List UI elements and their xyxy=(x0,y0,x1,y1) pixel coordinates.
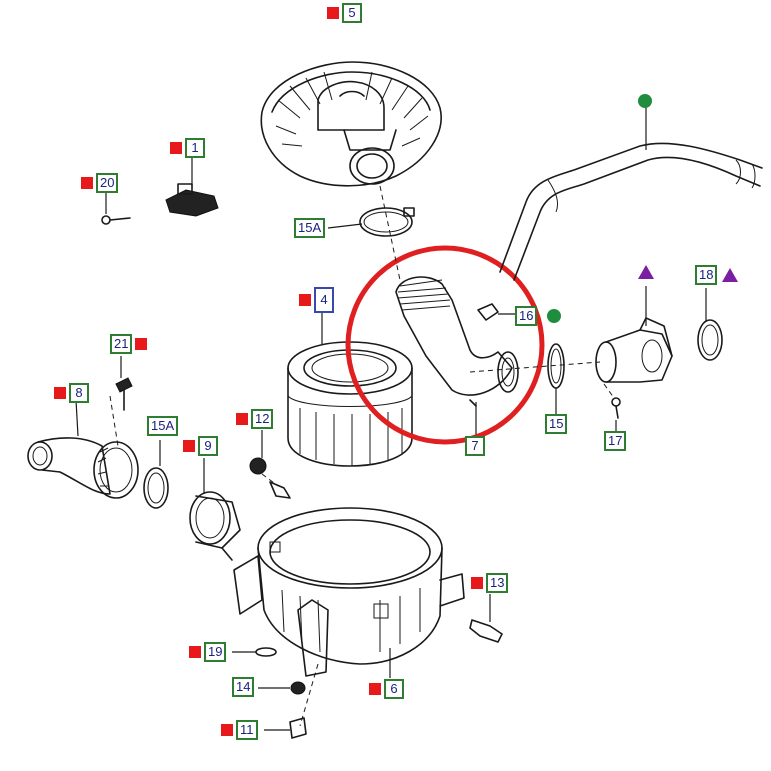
red-marker xyxy=(81,177,93,189)
sensor-screw xyxy=(101,192,131,225)
hose-clamp-right xyxy=(547,343,565,414)
callout-4: 4 xyxy=(299,287,334,313)
red-marker xyxy=(54,387,66,399)
marker-purple-left xyxy=(638,265,654,279)
red-marker xyxy=(327,7,339,19)
part-number-label: 15A xyxy=(294,218,326,238)
hose-clamp-top xyxy=(359,207,415,237)
inlet-adapter xyxy=(595,286,673,383)
red-marker xyxy=(170,142,182,154)
callout-15: 15 xyxy=(545,414,568,434)
callout-12: 12 xyxy=(236,409,274,429)
part-number-label: 4 xyxy=(314,287,334,313)
callout-15a-top: 15A xyxy=(294,218,326,238)
part-number-label: 13 xyxy=(486,573,509,593)
grommet xyxy=(249,430,291,499)
duct-bolt xyxy=(115,356,133,411)
part-number-label: 5 xyxy=(342,3,362,23)
part-number-label: 6 xyxy=(384,679,404,699)
highlight-circle xyxy=(345,245,545,445)
marker-green-mid xyxy=(547,309,561,323)
callout-8: 8 xyxy=(54,383,89,403)
red-marker xyxy=(135,338,148,350)
callout-16: 16 xyxy=(515,306,538,326)
callout-18: 18 xyxy=(695,265,718,285)
callout-14: 14 xyxy=(232,677,255,697)
part-number-label: 19 xyxy=(204,642,227,662)
red-marker xyxy=(183,440,195,452)
callout-1: 1 xyxy=(170,138,205,158)
part-number-label: 1 xyxy=(185,138,205,158)
red-marker xyxy=(369,683,381,695)
callout-9: 9 xyxy=(183,436,218,456)
clip xyxy=(477,303,516,321)
washer xyxy=(232,647,277,657)
seal-ring xyxy=(697,288,723,361)
part-number-label: 14 xyxy=(232,677,255,697)
inlet-duct xyxy=(27,399,139,499)
hose-clamp-left xyxy=(143,440,169,509)
air-cleaner-cover xyxy=(260,61,442,187)
bracket xyxy=(469,594,503,643)
callout-19: 19 xyxy=(189,642,227,662)
part-number-label: 11 xyxy=(236,720,258,740)
air-cleaner-housing xyxy=(233,507,465,678)
part-number-label: 17 xyxy=(604,431,627,451)
part-number-label: 9 xyxy=(198,436,218,456)
part-number-label: 12 xyxy=(251,409,274,429)
outlet-tube xyxy=(499,106,763,281)
intake-hose xyxy=(395,276,519,438)
drain-plug xyxy=(264,717,307,739)
marker-green-top xyxy=(638,94,652,108)
callout-5: 5 xyxy=(327,3,362,23)
callout-21: 21 xyxy=(110,334,148,354)
assembly-lines xyxy=(109,185,615,727)
part-number-label: 15 xyxy=(545,414,568,434)
callout-17: 17 xyxy=(604,431,627,451)
callout-7: 7 xyxy=(465,436,485,456)
nut xyxy=(258,681,306,695)
red-marker xyxy=(299,294,311,306)
part-number-label: 20 xyxy=(96,173,119,193)
red-marker xyxy=(189,646,201,658)
red-marker xyxy=(471,577,483,589)
resonator xyxy=(189,458,241,561)
callout-20: 20 xyxy=(81,173,119,193)
part-number-label: 21 xyxy=(110,334,133,354)
part-number-label: 18 xyxy=(695,265,718,285)
adapter-screw xyxy=(611,397,621,432)
callout-15a-left: 15A xyxy=(147,416,179,436)
mass-airflow-sensor xyxy=(165,158,219,217)
red-marker xyxy=(236,413,248,425)
part-number-label: 16 xyxy=(515,306,538,326)
callout-6: 6 xyxy=(369,679,404,699)
marker-purple-right xyxy=(722,268,738,282)
part-number-label: 15A xyxy=(147,416,179,436)
callout-13: 13 xyxy=(471,573,509,593)
callout-11: 11 xyxy=(221,720,258,740)
part-number-label: 7 xyxy=(465,436,485,456)
red-marker xyxy=(221,724,233,736)
part-number-label: 8 xyxy=(69,383,89,403)
